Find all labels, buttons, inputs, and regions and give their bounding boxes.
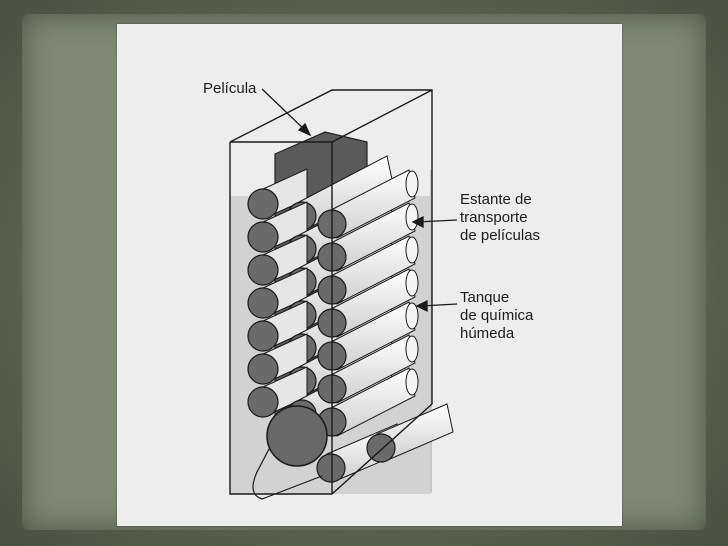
roller (247, 333, 308, 385)
diagram-sheet: Película Estante de transporte de pelícu… (117, 24, 622, 526)
right-roller-column (316, 169, 454, 483)
bottom-turnaround-roller (266, 405, 328, 467)
roller (247, 366, 308, 418)
roller (247, 267, 308, 319)
label-tanque-line1: Tanque (460, 289, 510, 306)
label-estante-line3: de películas (460, 227, 541, 244)
tank-outline (229, 89, 433, 495)
label-estante-line2: transporte (460, 209, 528, 226)
film-processor-diagram (229, 88, 458, 500)
label-pelicula: Película (203, 80, 257, 97)
label-tanque-line3: húmeda (460, 325, 515, 342)
roller (366, 403, 454, 463)
leader-lines (261, 88, 458, 313)
roller (247, 300, 308, 352)
left-roller-column (247, 155, 394, 429)
label-tanque-line2: de química (460, 307, 534, 324)
roller (247, 234, 308, 286)
label-estante-line1: Estante de (460, 191, 532, 208)
